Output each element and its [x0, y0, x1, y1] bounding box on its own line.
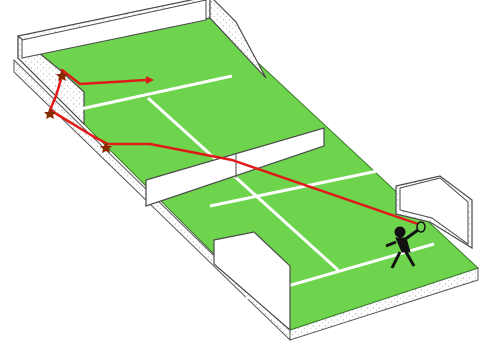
padel-court-diagram	[0, 0, 490, 346]
court-illustration	[0, 0, 490, 346]
